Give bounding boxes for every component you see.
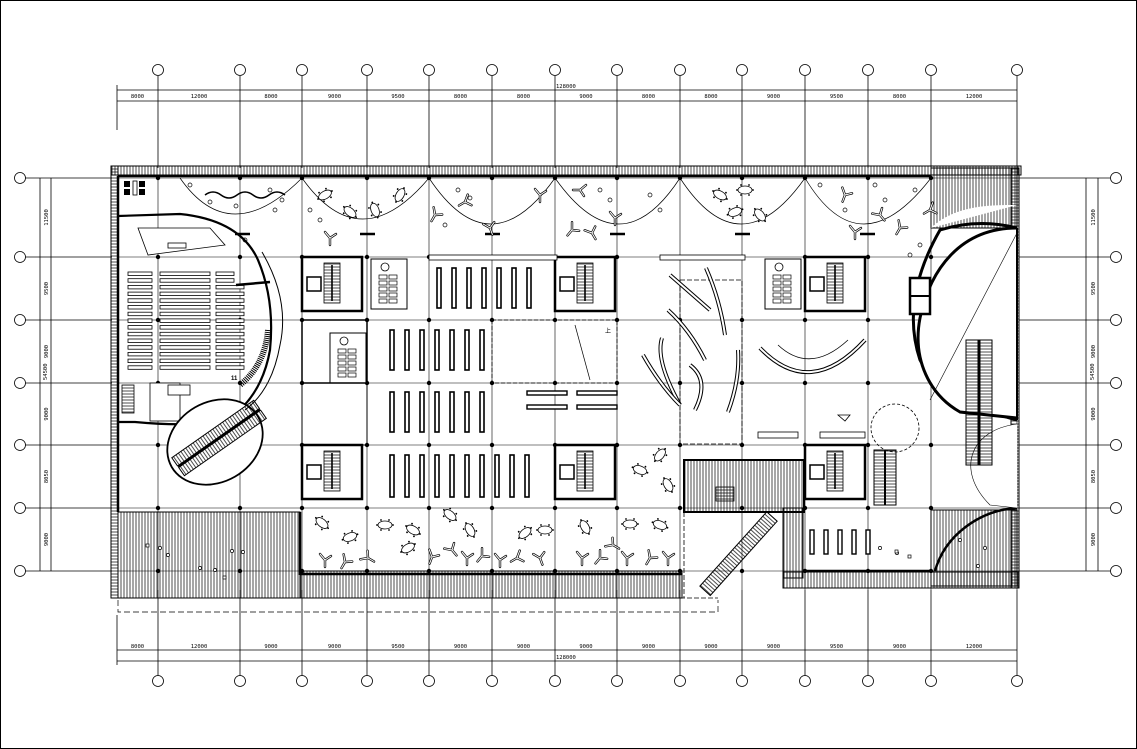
dimension-label: 9500 (44, 282, 50, 295)
dimension-left (39, 178, 52, 571)
dimension-label: 8000 (642, 94, 655, 100)
dimension-label: 8000 (131, 94, 144, 100)
dimension-top-labels: 8000 12000 8000 9000 9500 8000 8000 9000 8000 800… (131, 94, 982, 100)
total-width-top: 128000 (556, 84, 576, 90)
dimension-label: 8000 (131, 644, 144, 650)
dimension-label: 9000 (1091, 345, 1097, 358)
auditorium-label: 11 (231, 376, 238, 382)
dimension-right-labels: 11500 9500 9000 9000 8050 9000 (1091, 209, 1097, 546)
dimension-label: 9000 (44, 345, 50, 358)
dimension-label: 9500 (830, 644, 843, 650)
dimension-label: 9000 (1091, 407, 1097, 420)
dimension-label: 12000 (966, 644, 983, 650)
top-garden-band (179, 177, 940, 258)
dimension-label: 9000 (642, 644, 655, 650)
dimension-label: 8000 (517, 94, 530, 100)
stair-up-marker: 上 (605, 327, 611, 335)
dimension-label: 8000 (893, 94, 906, 100)
dimension-label: 8000 (704, 94, 717, 100)
dimension-label: 9500 (391, 94, 404, 100)
total-depth-left: 54500 (43, 363, 49, 380)
dimension-label: 9000 (767, 644, 780, 650)
dimension-label: 11500 (44, 209, 50, 226)
dimension-label: 9000 (893, 644, 906, 650)
dimension-label: 9500 (391, 644, 404, 650)
building-outline (110, 165, 1022, 613)
dimension-label: 9000 (454, 644, 467, 650)
dimension-left-labels: 11500 9500 9000 9000 8050 9000 (44, 209, 50, 546)
dimension-label: 9000 (704, 644, 717, 650)
dimension-label: 9000 (328, 94, 341, 100)
total-width-bottom: 128000 (556, 655, 576, 661)
dimension-label: 9000 (579, 94, 592, 100)
dimension-label: 12000 (191, 94, 208, 100)
dimension-label: 8050 (1091, 470, 1097, 483)
bottom-garden-band (145, 443, 987, 580)
dimension-label: 9500 (830, 94, 843, 100)
dimension-label: 9000 (328, 644, 341, 650)
bookshelves (389, 267, 532, 498)
dimension-label: 9500 (1091, 282, 1097, 295)
dimension-label: 9000 (579, 644, 592, 650)
dimension-label: 9000 (767, 94, 780, 100)
dimension-bottom (116, 615, 1017, 665)
right-escalators (873, 276, 993, 506)
dimension-label: 9000 (44, 533, 50, 546)
row-grid (14, 172, 1122, 577)
dimension-label: 12000 (966, 94, 983, 100)
dimension-label: 11500 (1091, 209, 1097, 226)
dimension-bottom-labels: 8000 12000 9000 9000 9500 9000 9000 9000 9000 900… (131, 644, 982, 650)
dimension-label: 9000 (264, 644, 277, 650)
dimension-right (1085, 178, 1099, 571)
auditorium: 11 (117, 180, 284, 486)
dimension-top (116, 85, 1017, 130)
dimension-label: 9000 (1091, 533, 1097, 546)
dimension-label: 12000 (191, 644, 208, 650)
total-depth-right: 54500 (1090, 363, 1096, 380)
lower-entry (680, 459, 871, 599)
auditorium-seating (127, 271, 245, 370)
dimension-label: 8000 (264, 94, 277, 100)
dimension-label: 9000 (44, 407, 50, 420)
dimension-label: 9000 (517, 644, 530, 650)
dimension-label: 8050 (44, 470, 50, 483)
reading-tables (526, 390, 618, 410)
dimension-label: 8000 (454, 94, 467, 100)
